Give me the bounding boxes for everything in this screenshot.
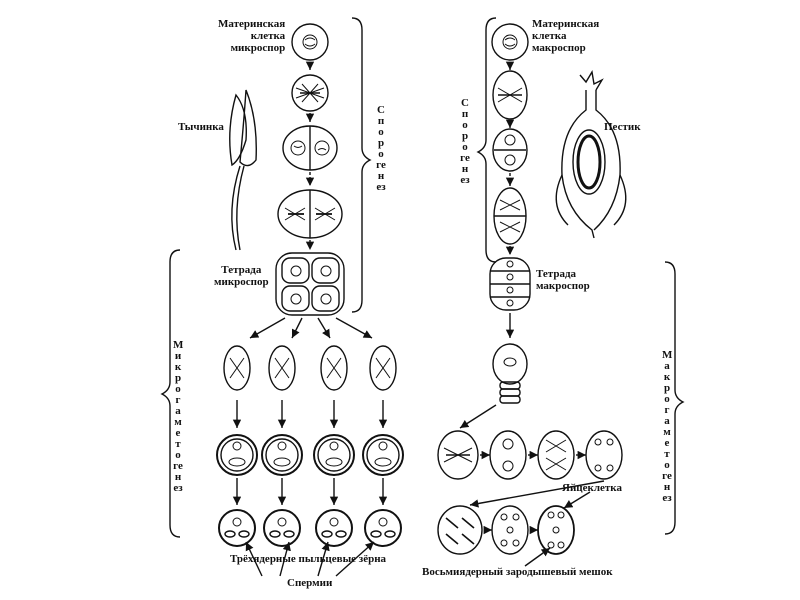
trinucleate-pollen-row: [218, 509, 402, 547]
micro-dyad-cell: [282, 125, 338, 171]
sporogenesis-right-brace: [476, 17, 497, 263]
macro-meiosis-cell: [492, 70, 528, 120]
microspore-division-row: [223, 345, 397, 391]
macro-mother-cell-label: Материнская клетка макроспор: [532, 18, 600, 54]
stamen-label: Тычинка: [178, 121, 224, 133]
micro-dyad-division-cell: [277, 189, 343, 239]
macrogametogenesis-brace: [664, 261, 685, 535]
embryo-sac-label: Восьмиядерный зародышевый мешок: [422, 566, 613, 578]
binucleate-pollen-row: [216, 434, 404, 476]
sperm-label: Спермии: [287, 577, 333, 589]
micro-tetrad-label: Тетрада микроспор: [214, 264, 269, 288]
micro-tetrad: [275, 252, 345, 316]
stamen-drawing: [229, 89, 257, 251]
macro-dyad-division-cell: [493, 187, 527, 245]
egg-cell-label: Яйцеклетка: [562, 482, 622, 494]
macrogametogenesis-label: Макрогаметогенез: [662, 349, 673, 504]
macro-tetrad: [489, 257, 531, 311]
trinucleate-pollen-label: Трёхядерные пыльцевые зёрна: [230, 553, 387, 565]
micro-meiosis-cell: [291, 74, 329, 112]
sporogenesis-left-brace: [351, 17, 372, 313]
embryo-sac-row-1: [437, 430, 623, 480]
microgametogenesis-brace: [160, 249, 181, 538]
sporogenesis-left-label: Спорогенез: [376, 104, 386, 193]
micro-mother-cell-label: Материнская клетка микроспор: [218, 18, 286, 54]
functional-macrospore: [492, 343, 528, 404]
microgametogenesis-label: Микрогаметогенез: [173, 339, 184, 494]
macro-mother-cell: [491, 23, 529, 61]
sporogenesis-right-label: Спорогенез: [460, 97, 470, 186]
embryo-sac-row-2: [437, 505, 575, 555]
pistil-label: Пестик: [604, 121, 641, 133]
micro-mother-cell: [291, 23, 329, 61]
macro-dyad-cell: [492, 128, 528, 172]
pistil-drawing: [555, 70, 627, 239]
macro-tetrad-label: Тетрада макроспор: [536, 268, 590, 292]
